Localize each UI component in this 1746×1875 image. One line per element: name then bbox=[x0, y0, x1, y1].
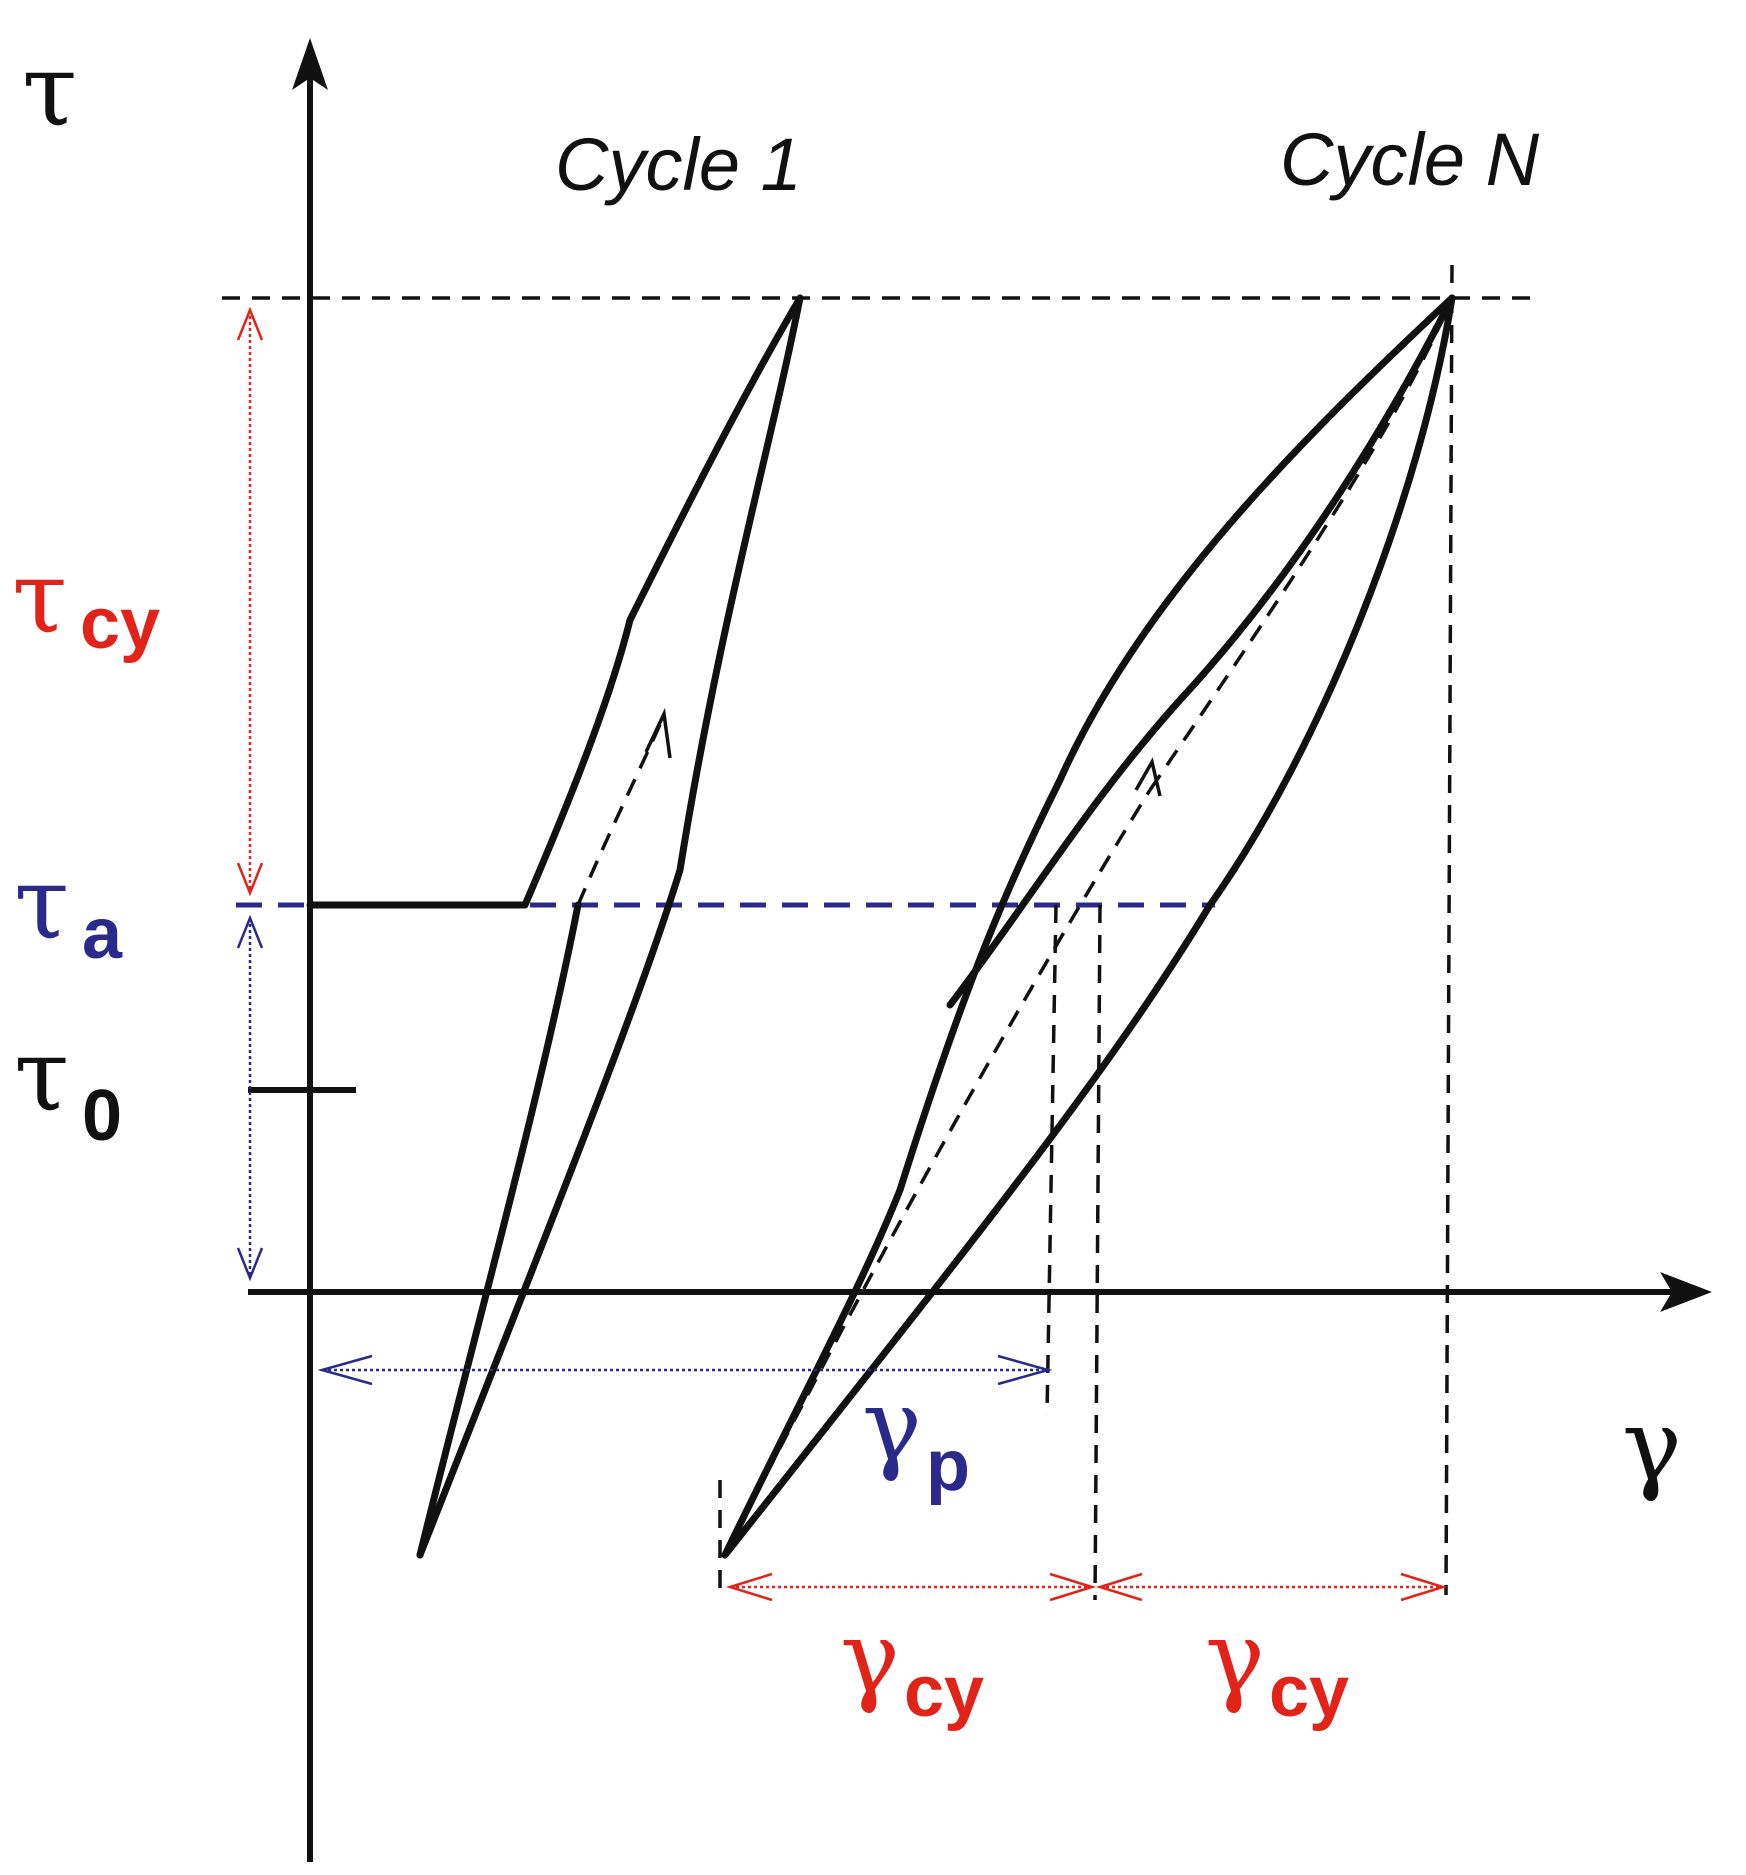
gamma-p-right-arrowhead bbox=[997, 1354, 1053, 1386]
gamma-cy-1-right-arrowhead bbox=[1049, 1572, 1097, 1602]
cycle-n-peak-drop bbox=[1444, 264, 1454, 1596]
gamma-cy-1-symbol: γ bbox=[840, 1599, 900, 1716]
gamma-cy-2-left-arrowhead bbox=[1095, 1572, 1143, 1602]
tau-axis-arrowhead bbox=[292, 38, 328, 90]
tau-axis-label: τ bbox=[22, 32, 77, 149]
cycle-n-envelope-path bbox=[1148, 297, 1454, 791]
cycle-n-path-arrowhead bbox=[1134, 757, 1162, 797]
gamma-cy-1-subscript: cy bbox=[904, 1652, 984, 1732]
cycle-n-unloading-lower bbox=[721, 294, 1456, 1559]
tau-0-symbol: τ bbox=[14, 1017, 69, 1134]
gamma-cy-2-right-arrowhead bbox=[1400, 1572, 1448, 1602]
cycle-1-label: Cycle 1 bbox=[555, 123, 802, 206]
cycle-n-loop bbox=[721, 294, 1456, 1559]
tau-cy-symbol: τ bbox=[12, 539, 67, 656]
cycle-n-unloading-upper bbox=[721, 294, 1456, 1559]
reference-lines bbox=[222, 264, 1540, 1601]
gamma-p-subscript: p bbox=[926, 1426, 970, 1506]
labels: τ γ Cycle 1 Cycle N τ cy τ a τ 0 γ p γ c… bbox=[12, 32, 1682, 1732]
tau-a-top-arrowhead bbox=[236, 914, 264, 949]
cycle-1-initial-loading bbox=[306, 294, 804, 909]
dimensions bbox=[236, 306, 1448, 1602]
cycle-n-mid-drop bbox=[1093, 904, 1102, 1601]
cycle-n-reloading bbox=[946, 294, 1456, 1009]
gamma-cy-1-left-arrowhead bbox=[725, 1572, 773, 1602]
permanent-strain-drop bbox=[1045, 904, 1058, 1416]
tau-a-symbol: τ bbox=[14, 845, 69, 962]
tau-cy-subscript: cy bbox=[80, 584, 160, 664]
cycle-n-loading-path bbox=[723, 789, 1152, 1556]
gamma-axis-arrowhead bbox=[1660, 1272, 1712, 1312]
cycle-1-unloading bbox=[416, 294, 804, 1559]
cycle-n-label: Cycle N bbox=[1280, 118, 1540, 201]
gamma-p-symbol: γ bbox=[862, 1367, 922, 1484]
gamma-axis-label: γ bbox=[1622, 1387, 1682, 1504]
tau-cy-bottom-arrowhead bbox=[236, 862, 264, 897]
tau-0-subscript: 0 bbox=[82, 1076, 122, 1156]
cycle-1-loop bbox=[306, 294, 804, 1559]
tau-a-bottom-arrowhead bbox=[236, 1247, 264, 1282]
tau-a-subscript: a bbox=[82, 894, 123, 974]
tau-cy-top-arrowhead bbox=[236, 306, 264, 341]
gamma-cy-2-symbol: γ bbox=[1205, 1599, 1265, 1716]
gamma-cy-2-subscript: cy bbox=[1269, 1652, 1349, 1732]
cycle-1-reloading bbox=[416, 901, 582, 1559]
gamma-p-left-arrowhead bbox=[317, 1354, 373, 1386]
cycle-1-path-arrowhead bbox=[644, 707, 672, 759]
